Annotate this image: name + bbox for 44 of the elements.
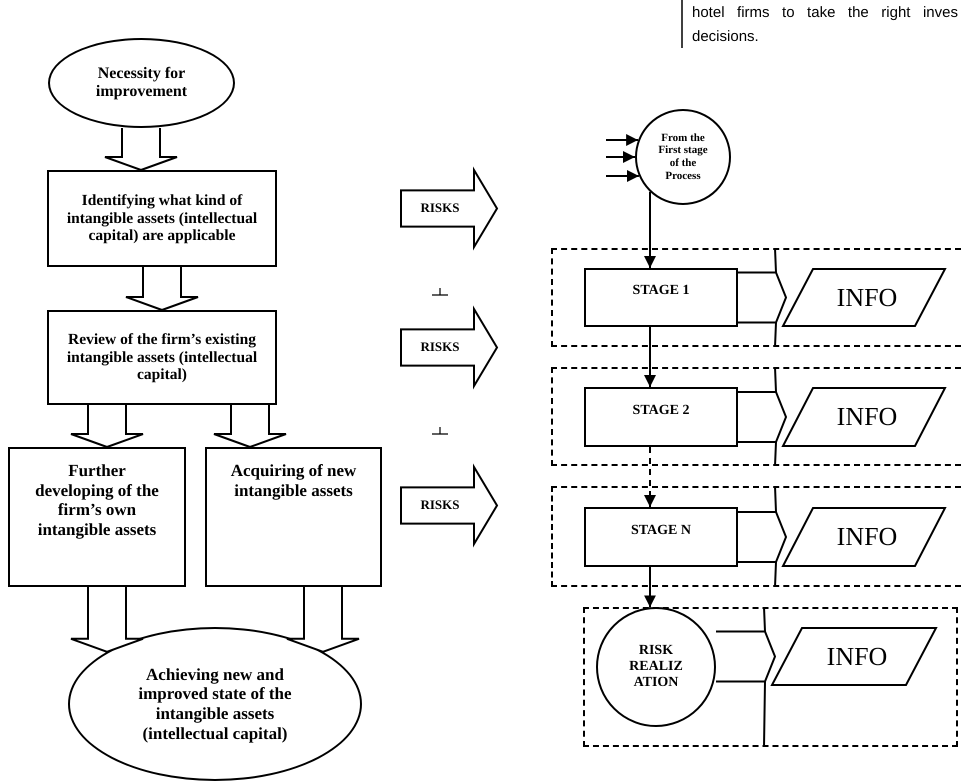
node-label: Further developing of the firm’s own intangible assets — [34, 461, 160, 540]
dashed-panel — [551, 486, 961, 587]
process-box — [47, 310, 277, 405]
notched-arrow — [737, 511, 788, 563]
risk-label: RISKS — [419, 201, 461, 216]
node-label: Identifying what kind of intangible assets (intellectual capital) are applicable — [66, 192, 258, 246]
dashed-panel — [551, 367, 961, 466]
risk-label: RISKS — [419, 498, 461, 513]
info-label: INFO — [836, 282, 898, 312]
block-arrow — [70, 586, 144, 653]
dashed-panel — [583, 607, 958, 747]
node-label: Acquiring of new intangible assets — [230, 461, 358, 500]
info-label: INFO — [836, 402, 898, 432]
arrow — [644, 327, 656, 387]
notched-arrow — [715, 630, 776, 682]
node-label: Review of the firm’s existing intangible assets (intellectual capital) — [66, 330, 258, 384]
block-arrow — [125, 266, 199, 312]
risk-label: RISKS — [419, 340, 461, 355]
node-label: RISK REALIZ ATION — [628, 642, 684, 692]
paragraph-text: hotel firms to take the right inves decisions. — [692, 3, 958, 47]
process-box — [47, 170, 277, 267]
block-arrow — [286, 586, 360, 653]
node-label: STAGE 2 — [632, 402, 690, 420]
node-label: Achieving new and improved state of the intangible assets (intellectual capital) — [137, 664, 293, 744]
node-label: STAGE N — [630, 522, 692, 540]
arrow — [644, 567, 656, 608]
node-label: From the First stage of the Process — [657, 132, 709, 182]
arrow — [606, 170, 639, 182]
arrow — [644, 447, 656, 507]
block-arrow — [104, 127, 178, 172]
block-arrow — [213, 404, 287, 448]
info-label: INFO — [826, 642, 888, 672]
node-label: STAGE 1 — [632, 283, 690, 300]
info-label: INFO — [836, 522, 898, 552]
arrow — [606, 151, 635, 163]
notched-arrow — [737, 391, 788, 443]
arrow — [606, 134, 638, 146]
block-arrow — [70, 404, 144, 448]
arrow — [644, 192, 656, 268]
notched-arrow — [737, 272, 788, 324]
dashed-panel — [551, 248, 961, 347]
process-box — [8, 447, 186, 587]
node-label: Necessity for improvement — [94, 64, 188, 102]
process-box — [205, 447, 382, 587]
